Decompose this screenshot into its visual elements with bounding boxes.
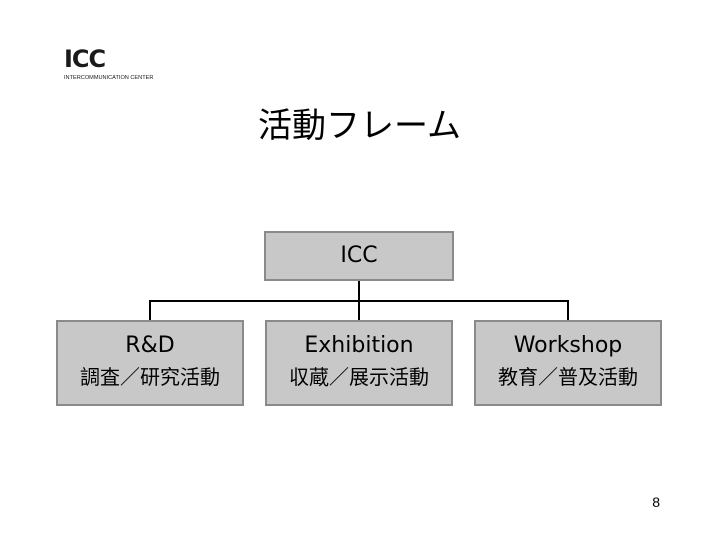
node-workshop-label: 教育／普及活動 (498, 365, 638, 389)
logo-subtitle: INTERCOMMUNICATION CENTER (64, 75, 154, 81)
node-exhibition-label: 収蔵／展示活動 (289, 365, 429, 389)
node-workshop-name: Workshop (513, 333, 623, 358)
node-workshop: Workshop 教育／普及活動 (474, 320, 662, 406)
node-icc: ICC (264, 231, 454, 281)
node-rd: R&D 調査／研究活動 (56, 320, 244, 406)
icc-logo: ICC INTERCOMMUNICATION CENTER (64, 46, 164, 86)
page-number: 8 (652, 494, 660, 510)
node-exhibition-name: Exhibition (304, 333, 414, 358)
node-rd-name: R&D (125, 333, 175, 358)
node-rd-label: 調査／研究活動 (80, 365, 220, 389)
logo-mark: ICC (64, 45, 106, 73)
slide-title: 活動フレーム (258, 106, 461, 146)
node-exhibition: Exhibition 収蔵／展示活動 (265, 320, 453, 406)
